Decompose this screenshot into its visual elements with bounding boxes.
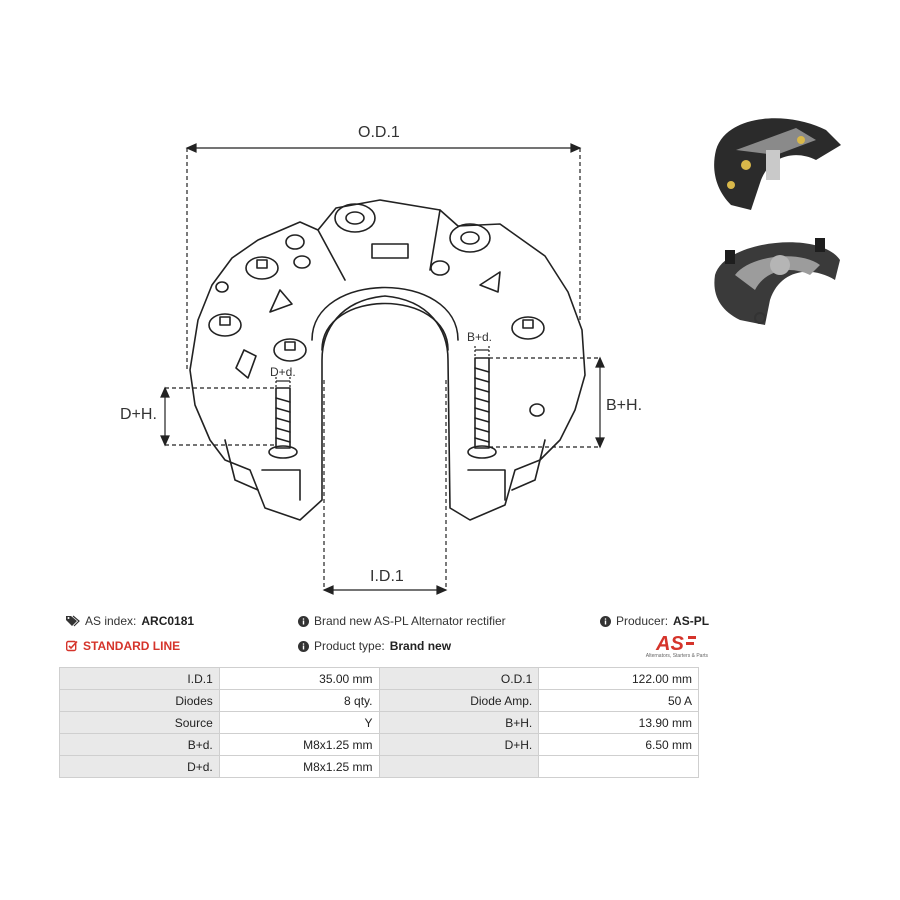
spec-label-cell: Source	[59, 711, 220, 734]
product-photo-bottom	[710, 230, 850, 330]
standard-line-text: STANDARD LINE	[83, 639, 181, 653]
spec-value-cell: 35.00 mm	[218, 667, 380, 690]
info-icon	[298, 640, 309, 652]
producer-label: Producer:	[616, 614, 669, 628]
as-pl-logo: AS	[636, 632, 700, 660]
spec-label-cell: D+H.	[378, 733, 540, 756]
product-type: Product type: Brand new	[298, 639, 451, 653]
logo-text: AS	[655, 633, 684, 654]
checkbox-icon	[66, 640, 78, 652]
spec-value-cell: 50 A	[538, 689, 699, 712]
dd-label: D+d.	[270, 365, 296, 379]
standard-line: STANDARD LINE	[66, 639, 180, 653]
spec-label-cell: Diode Amp.	[378, 689, 540, 712]
spec-value-cell: M8x1.25 mm	[218, 755, 380, 778]
spec-value-cell: 13.90 mm	[538, 711, 699, 734]
od1-label: O.D.1	[358, 124, 400, 141]
spec-value-cell: 122.00 mm	[538, 667, 699, 690]
bd-label: B+d.	[467, 330, 493, 344]
spec-label-cell: Diodes	[59, 689, 220, 712]
spec-value-cell	[538, 755, 699, 778]
id1-label: I.D.1	[370, 568, 404, 585]
spec-value-cell: 8 qty.	[218, 689, 380, 712]
spec-label-cell: B+H.	[378, 711, 540, 734]
spec-value-cell: 6.50 mm	[538, 733, 699, 756]
spec-label-cell: D+d.	[59, 755, 220, 778]
spec-label-cell: I.D.1	[59, 667, 220, 690]
rectifier-line-drawing	[160, 143, 605, 595]
dh-label: D+H.	[120, 406, 157, 423]
product-type-value: Brand new	[389, 639, 452, 653]
as-index-value: ARC0181	[141, 614, 195, 628]
product-type-label: Product type:	[314, 639, 385, 653]
description: Brand new AS-PL Alternator rectifier	[298, 614, 506, 628]
table-row: D+d.M8x1.25 mm	[59, 755, 699, 778]
spec-value-cell: M8x1.25 mm	[218, 733, 380, 756]
info-icon	[600, 615, 611, 627]
spec-label-cell	[378, 755, 540, 778]
info-icon	[298, 615, 309, 627]
logo-subtext: Alternators, Starters & Parts	[645, 653, 708, 659]
spec-value-cell: Y	[218, 711, 380, 734]
product-photo-top	[706, 110, 846, 220]
bh-label: B+H.	[606, 397, 643, 414]
producer-value: AS-PL	[673, 614, 710, 628]
as-index-label: AS index:	[85, 614, 137, 628]
tag-icon	[66, 615, 80, 627]
technical-drawing: O.D.1 I.D.1 D+H. B+H. D+d. B+d.	[120, 124, 643, 595]
as-index: AS index: ARC0181	[66, 614, 194, 628]
producer: Producer: AS-PL	[600, 614, 709, 628]
spec-label-cell: O.D.1	[378, 667, 540, 690]
description-text: Brand new AS-PL Alternator rectifier	[314, 614, 506, 628]
spec-label-cell: B+d.	[59, 733, 220, 756]
